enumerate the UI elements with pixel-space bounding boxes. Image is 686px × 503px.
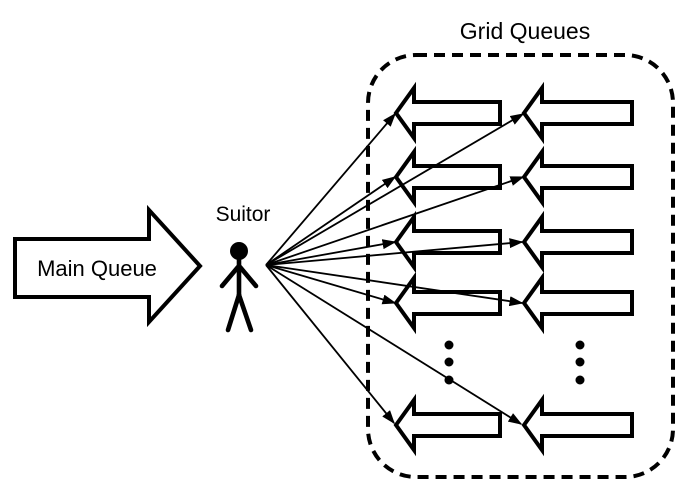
grid-queue-arrow-row5-col2 bbox=[521, 393, 634, 457]
grid-queue-arrow-row3-col2 bbox=[521, 210, 634, 274]
suitor-label: Suitor bbox=[216, 203, 271, 226]
grid-queue-arrow-row4-col2 bbox=[521, 271, 634, 335]
grid-queue-arrow-row1-col2 bbox=[521, 81, 634, 145]
stick-figure-right-arm bbox=[237, 264, 259, 289]
stick-figure-right-leg bbox=[236, 292, 254, 333]
grid-queue-arrow-row4-col1 bbox=[393, 271, 502, 335]
connector-line-row2-col1 bbox=[265, 176, 397, 266]
connector-line-row1-col2 bbox=[265, 113, 525, 266]
main-queue-arrow bbox=[13, 204, 203, 328]
connector-line-row2-col2 bbox=[265, 176, 525, 266]
grid-queue-arrow-row3-col1 bbox=[393, 210, 502, 274]
connector-line-row5-col1 bbox=[265, 264, 395, 425]
connector-line-row4-col2 bbox=[265, 264, 524, 307]
grid-queue-arrow-row5-col1 bbox=[393, 393, 502, 457]
vertical-ellipsis-dots-col2 bbox=[575, 340, 585, 385]
stick-figure-person-icon bbox=[219, 242, 259, 333]
grid-queue-arrow-row1-col1 bbox=[393, 81, 502, 145]
stick-figure-left-arm bbox=[219, 264, 241, 289]
grid-queue-arrow-row2-col2 bbox=[521, 145, 634, 209]
stick-figure-left-leg bbox=[225, 292, 242, 333]
connector-line-row4-col1 bbox=[265, 264, 397, 305]
stick-figure-head bbox=[230, 242, 248, 260]
connector-line-row5-col2 bbox=[265, 264, 523, 425]
connector-line-row3-col1 bbox=[265, 239, 397, 266]
connector-lines bbox=[265, 112, 525, 425]
connector-line-row1-col1 bbox=[265, 112, 396, 266]
main-queue-label: Main Queue bbox=[37, 256, 157, 281]
grid-queue-arrow-row2-col1 bbox=[393, 145, 502, 209]
grid-queue-arrows-column-2 bbox=[521, 81, 634, 457]
grid-queue-arrows-column-1 bbox=[393, 81, 502, 457]
connector-line-row3-col2 bbox=[265, 238, 524, 266]
grid-queues-label: Grid Queues bbox=[460, 18, 590, 44]
